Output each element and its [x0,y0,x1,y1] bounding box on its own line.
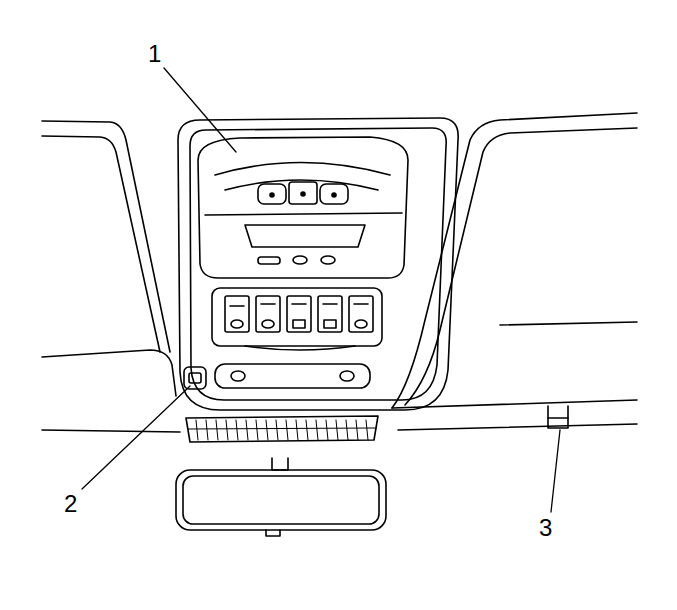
lamp-lens [231,371,245,381]
visor-clip-line [548,417,568,419]
button [258,184,286,204]
mirror-glass [183,476,379,524]
leader-line [82,386,190,489]
left-pillar-line [42,121,170,352]
left-visor [42,350,176,396]
left-headliner-edge [42,430,180,432]
callout-number: 3 [537,516,554,540]
small-switch-face [189,373,201,383]
visor-clip [548,406,568,428]
small-switch [184,367,206,389]
mirror-stem [272,458,288,470]
button-mark [332,193,336,197]
right-visor-line [500,322,637,325]
module-curve [215,163,390,176]
grille [186,416,378,442]
mirror-tab [266,530,280,536]
right-headliner-edge [398,424,637,430]
panel-lip [245,346,355,350]
left-pillar-inner [42,136,160,352]
switch-bank [225,296,373,332]
button [320,184,348,204]
switch-panel [212,288,382,346]
grille-hatch [188,420,376,440]
module-housing [198,137,408,278]
button [289,182,317,204]
console-housing [178,118,458,410]
callout-number: 1 [146,42,163,66]
small-button [321,256,335,264]
small-button [293,256,307,264]
right-pillar-inner [405,128,637,405]
small-button [258,257,280,264]
button-mark [270,193,274,197]
leader-line [551,430,560,512]
console-housing-inner [190,128,446,400]
rearview-mirror [176,470,386,530]
leader-line [164,68,236,152]
right-pillar-line [392,113,637,408]
callout-number: 2 [62,492,79,516]
lamp-lens [340,371,354,381]
display [245,225,365,247]
module-seam [205,213,402,215]
button-mark [301,192,305,196]
lamp-strip [215,364,370,388]
